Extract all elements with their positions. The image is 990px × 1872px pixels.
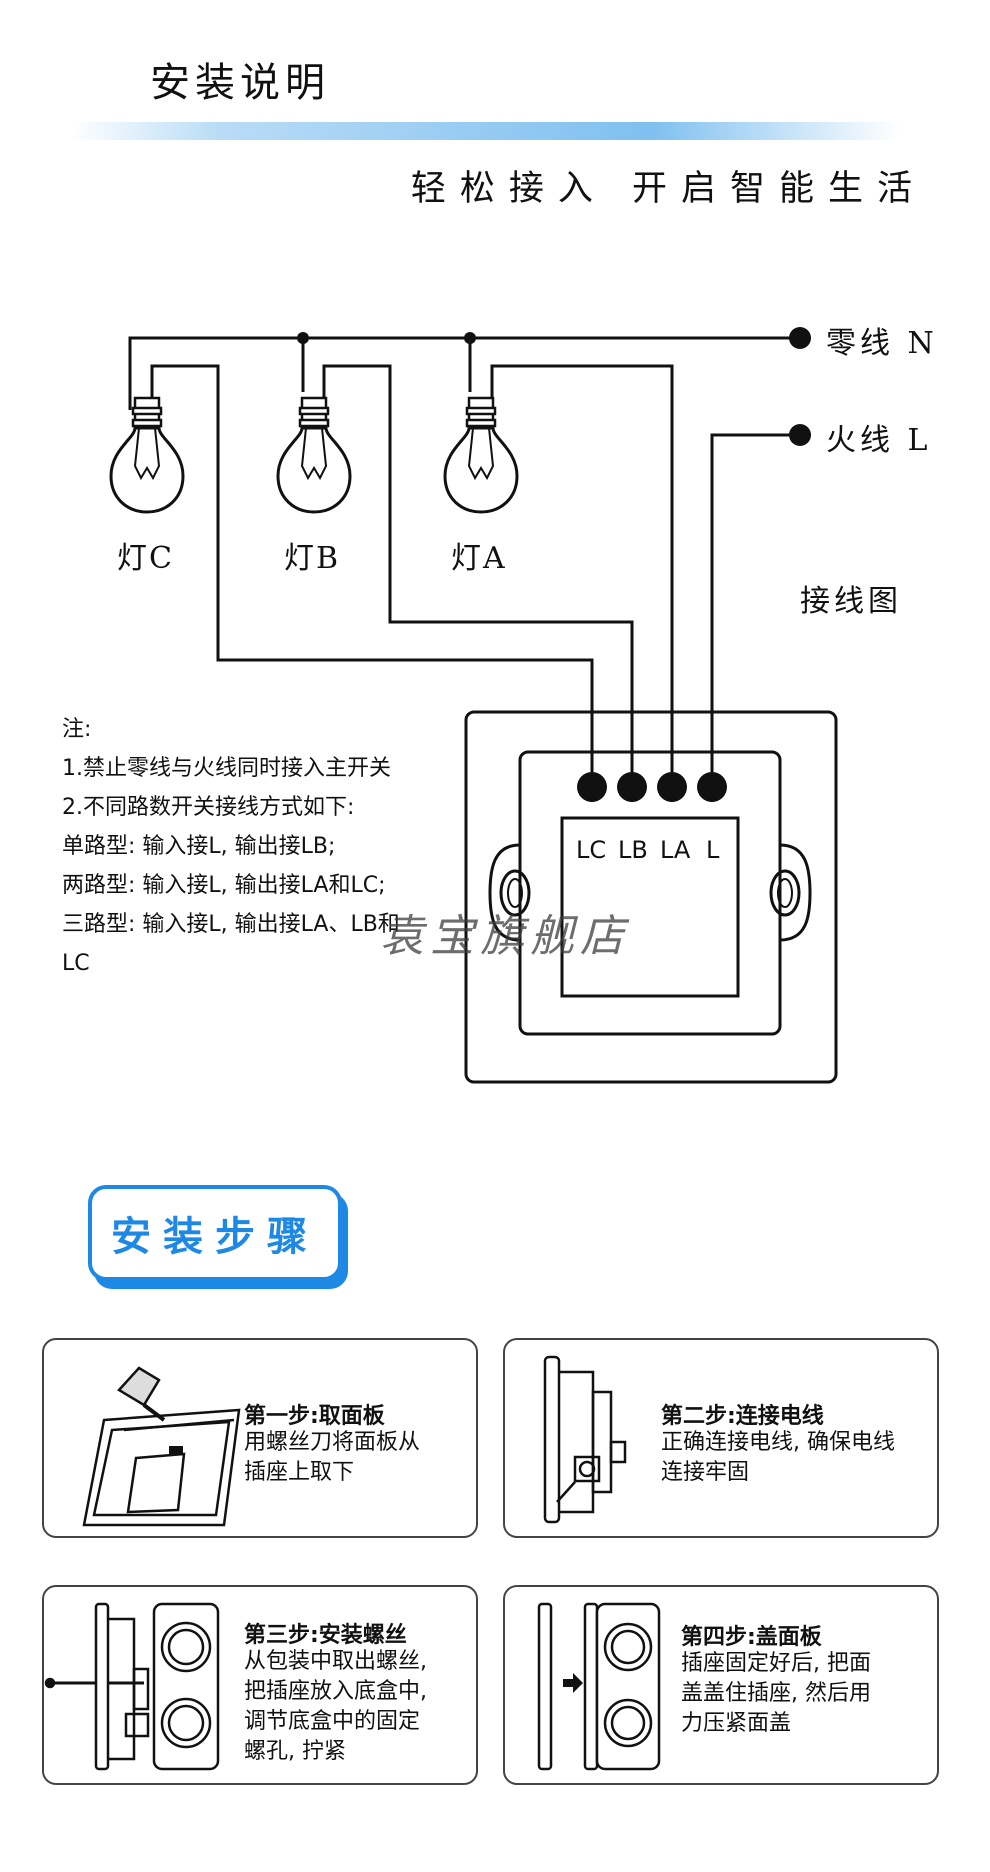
step-1-text: 用螺丝刀将面板从 插座上取下 xyxy=(244,1428,420,1488)
step-line: 正确连接电线, 确保电线 xyxy=(661,1430,895,1455)
step-4-title: 第四步:盖面板 xyxy=(681,1625,822,1650)
neutral-terminal-dot xyxy=(789,327,811,349)
wiring-notes: 注: 1.禁止零线与火线同时接入主开关 2.不同路数开关接线方式如下: 单路型:… xyxy=(62,710,400,983)
remove-panel-icon xyxy=(82,1366,241,1527)
step-card-4: 第四步:盖面板 插座固定好后, 把面 盖盖住插座, 然后用 力压紧面盖 xyxy=(503,1585,939,1785)
lamp-label-c: 灯C xyxy=(117,541,174,576)
page-title: 安装说明 xyxy=(150,60,330,106)
lamp-label-b: 灯B xyxy=(284,541,341,576)
connect-wire-icon xyxy=(543,1355,627,1524)
terminal-label-lc: LC xyxy=(576,836,607,864)
junction-dot-a xyxy=(464,332,476,344)
step-line: 从包装中取出螺丝, xyxy=(244,1649,427,1674)
step-3-title: 第三步:安装螺丝 xyxy=(244,1623,407,1648)
cover-panel-icon xyxy=(537,1602,661,1771)
title-underline-bar xyxy=(70,122,900,140)
live-terminal-dot xyxy=(789,424,811,446)
note-line: 2.不同路数开关接线方式如下: xyxy=(62,795,355,820)
step-line: 插座上取下 xyxy=(244,1460,355,1485)
terminal-label-lb: LB xyxy=(618,836,648,864)
slogan: 轻松接入 开启智能生活 xyxy=(410,169,926,209)
note-line: 1.禁止零线与火线同时接入主开关 xyxy=(62,756,391,781)
terminal-label-l: L xyxy=(706,836,720,864)
note-line: LC xyxy=(62,951,90,976)
store-watermark: 袁宝旗舰店 xyxy=(380,911,630,962)
step-line: 调节底盒中的固定 xyxy=(244,1709,421,1734)
terminal-la xyxy=(657,772,687,802)
live-wire xyxy=(710,433,800,775)
lamp-a-icon xyxy=(443,396,519,514)
diagram-caption: 接线图 xyxy=(800,584,902,619)
step-card-1: 第一步:取面板 用螺丝刀将面板从 插座上取下 xyxy=(42,1338,478,1538)
wire-lc xyxy=(150,364,594,775)
live-label: 火线 L xyxy=(826,423,932,458)
step-line: 插座固定好后, 把面 xyxy=(681,1651,871,1676)
install-screw-icon xyxy=(44,1602,220,1771)
terminal-lb xyxy=(617,772,647,802)
steps-title: 安装步骤 xyxy=(111,1213,319,1260)
wire-lb xyxy=(322,364,634,775)
note-line: 三路型: 输入接L, 输出接LA、LB和 xyxy=(62,912,400,937)
step-1-title: 第一步:取面板 xyxy=(244,1404,385,1429)
terminal-label-la: LA xyxy=(660,836,691,864)
wire-la xyxy=(490,364,674,775)
step-line: 力压紧面盖 xyxy=(681,1711,792,1736)
neutral-label: 零线 N xyxy=(826,326,938,361)
step-line: 螺孔, 拧紧 xyxy=(244,1739,346,1764)
note-line: 单路型: 输入接L, 输出接LB; xyxy=(62,834,336,859)
step-line: 把插座放入底盒中, xyxy=(244,1679,427,1704)
terminal-l xyxy=(697,772,727,802)
step-line: 用螺丝刀将面板从 xyxy=(244,1430,421,1455)
lamp-label-a: 灯A xyxy=(451,541,507,576)
step-2-title: 第二步:连接电线 xyxy=(661,1404,824,1429)
neutral-wire xyxy=(128,336,800,410)
step-4-text: 插座固定好后, 把面 盖盖住插座, 然后用 力压紧面盖 xyxy=(681,1649,871,1739)
step-line: 连接牢固 xyxy=(661,1460,750,1485)
step-card-2: 第二步:连接电线 正确连接电线, 确保电线 连接牢固 xyxy=(503,1338,939,1538)
wiring-diagram xyxy=(109,327,838,1084)
junction-dot-b xyxy=(297,332,309,344)
lamp-b-icon xyxy=(276,396,352,514)
terminal-lc xyxy=(577,772,607,802)
step-3-text: 从包装中取出螺丝, 把插座放入底盒中, 调节底盒中的固定 螺孔, 拧紧 xyxy=(244,1647,427,1767)
notes-heading: 注: xyxy=(62,717,92,742)
switch-panel xyxy=(464,710,838,1084)
step-2-text: 正确连接电线, 确保电线 连接牢固 xyxy=(661,1428,895,1488)
lamp-c-icon xyxy=(109,396,185,514)
note-line: 两路型: 输入接L, 输出接LA和LC; xyxy=(62,873,386,898)
step-card-3: 第三步:安装螺丝 从包装中取出螺丝, 把插座放入底盒中, 调节底盒中的固定 螺孔… xyxy=(42,1585,478,1785)
step-line: 盖盖住插座, 然后用 xyxy=(681,1681,871,1706)
steps-title-box: 安装步骤 xyxy=(88,1185,342,1281)
